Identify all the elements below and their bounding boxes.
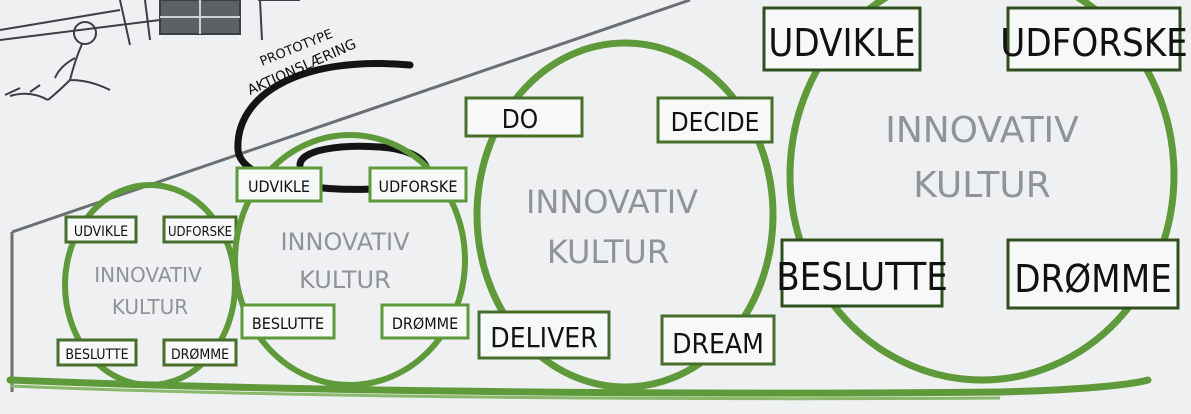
- label-text: DELIVER: [490, 321, 597, 354]
- label-text: DRØMME: [392, 314, 458, 333]
- culture-circle-3: INNOVATIV KULTUR DO DECIDE DELIVER DREAM: [464, 39, 777, 391]
- label-text: BESLUTTE: [252, 314, 324, 333]
- label-text: UDFORSKE: [379, 177, 458, 196]
- label-box-top-right: UDFORSKE: [1000, 6, 1188, 72]
- label-box-top-left: UDVIKLE: [762, 6, 922, 72]
- prototype-spiral-arrow: [234, 60, 431, 193]
- green-baseline-shadow: [9, 384, 1001, 401]
- circle-center-line1: INNOVATIV: [885, 110, 1079, 151]
- label-text: UDVIKLE: [74, 224, 128, 240]
- house-sketch: [0, 0, 300, 46]
- culture-circle-2: INNOVATIV KULTUR UDVIKLE UDFORSKE BESLUT…: [232, 132, 470, 388]
- green-baseline: [6, 376, 1152, 397]
- label-text: DREAM: [672, 327, 764, 360]
- label-text: DRØMME: [171, 347, 229, 363]
- label-box-top-right: UDFORSKE: [368, 166, 468, 203]
- label-text: DECIDE: [671, 108, 760, 138]
- label-text: UDFORSKE: [168, 225, 232, 240]
- label-box-bottom-left: BESLUTTE: [56, 338, 138, 367]
- perspective-lines: [10, 0, 691, 392]
- label-text: BESLUTTE: [776, 255, 948, 299]
- circle-center-line2: KULTUR: [299, 266, 391, 294]
- label-text: DRØMME: [1014, 257, 1172, 301]
- culture-circle-4: INNOVATIV KULTUR UDVIKLE UDFORSKE BESLUT…: [762, 0, 1188, 384]
- label-text: UDVIKLE: [248, 177, 310, 196]
- label-box-top-right: UDFORSKE: [162, 215, 238, 244]
- label-box-top-left: UDVIKLE: [64, 215, 138, 244]
- circle-center-line1: INNOVATIV: [526, 183, 698, 221]
- label-box-bottom-left: BESLUTTE: [776, 238, 948, 308]
- label-box-bottom-left: DELIVER: [477, 310, 611, 360]
- circle-ring: [786, 0, 1178, 384]
- circle-ring: [473, 39, 777, 391]
- circle-ring: [232, 132, 468, 388]
- label-text: UDVIKLE: [768, 21, 915, 65]
- label-box-bottom-right: DRØMME: [380, 303, 470, 340]
- circle-center-line1: INNOVATIV: [280, 228, 410, 256]
- label-box-bottom-right: DREAM: [660, 314, 776, 366]
- circle-center-line1: INNOVATIV: [94, 263, 202, 287]
- label-text: BESLUTTE: [65, 347, 128, 363]
- culture-circle-1: INNOVATIV KULTUR UDVIKLE UDFORSKE BESLUT…: [56, 182, 238, 388]
- circle-center-line2: KULTUR: [913, 165, 1050, 206]
- label-box-top-right: DECIDE: [656, 96, 774, 144]
- label-box-bottom-right: DRØMME: [1006, 238, 1180, 310]
- label-box-bottom-left: BESLUTTE: [240, 303, 336, 340]
- circle-center-line2: KULTUR: [547, 233, 669, 271]
- circle-center-line2: KULTUR: [112, 295, 188, 319]
- label-box-top-left: DO: [464, 96, 584, 138]
- label-text: DO: [502, 105, 538, 135]
- label-box-bottom-right: DRØMME: [162, 338, 238, 367]
- label-box-top-left: UDVIKLE: [235, 166, 323, 203]
- label-text: UDFORSKE: [1000, 21, 1187, 65]
- person-sketch: [4, 21, 111, 101]
